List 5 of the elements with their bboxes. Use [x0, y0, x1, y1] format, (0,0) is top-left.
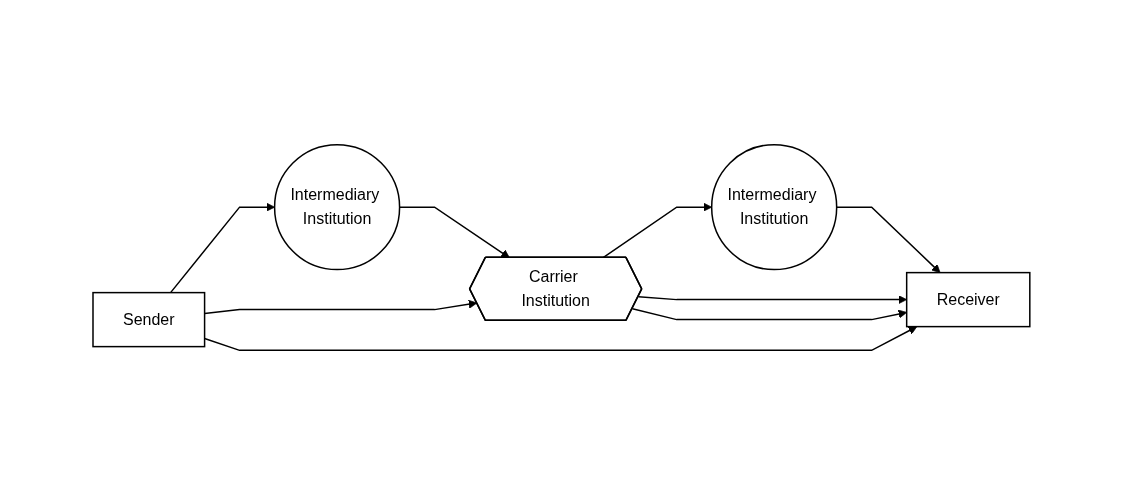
node-box: Sender [92, 291, 206, 348]
node-circle: Intermediary Institution [273, 143, 401, 271]
node-box: Receiver [906, 271, 1031, 328]
arrow [836, 206, 941, 273]
node-circle: Intermediary Institution [711, 143, 838, 271]
